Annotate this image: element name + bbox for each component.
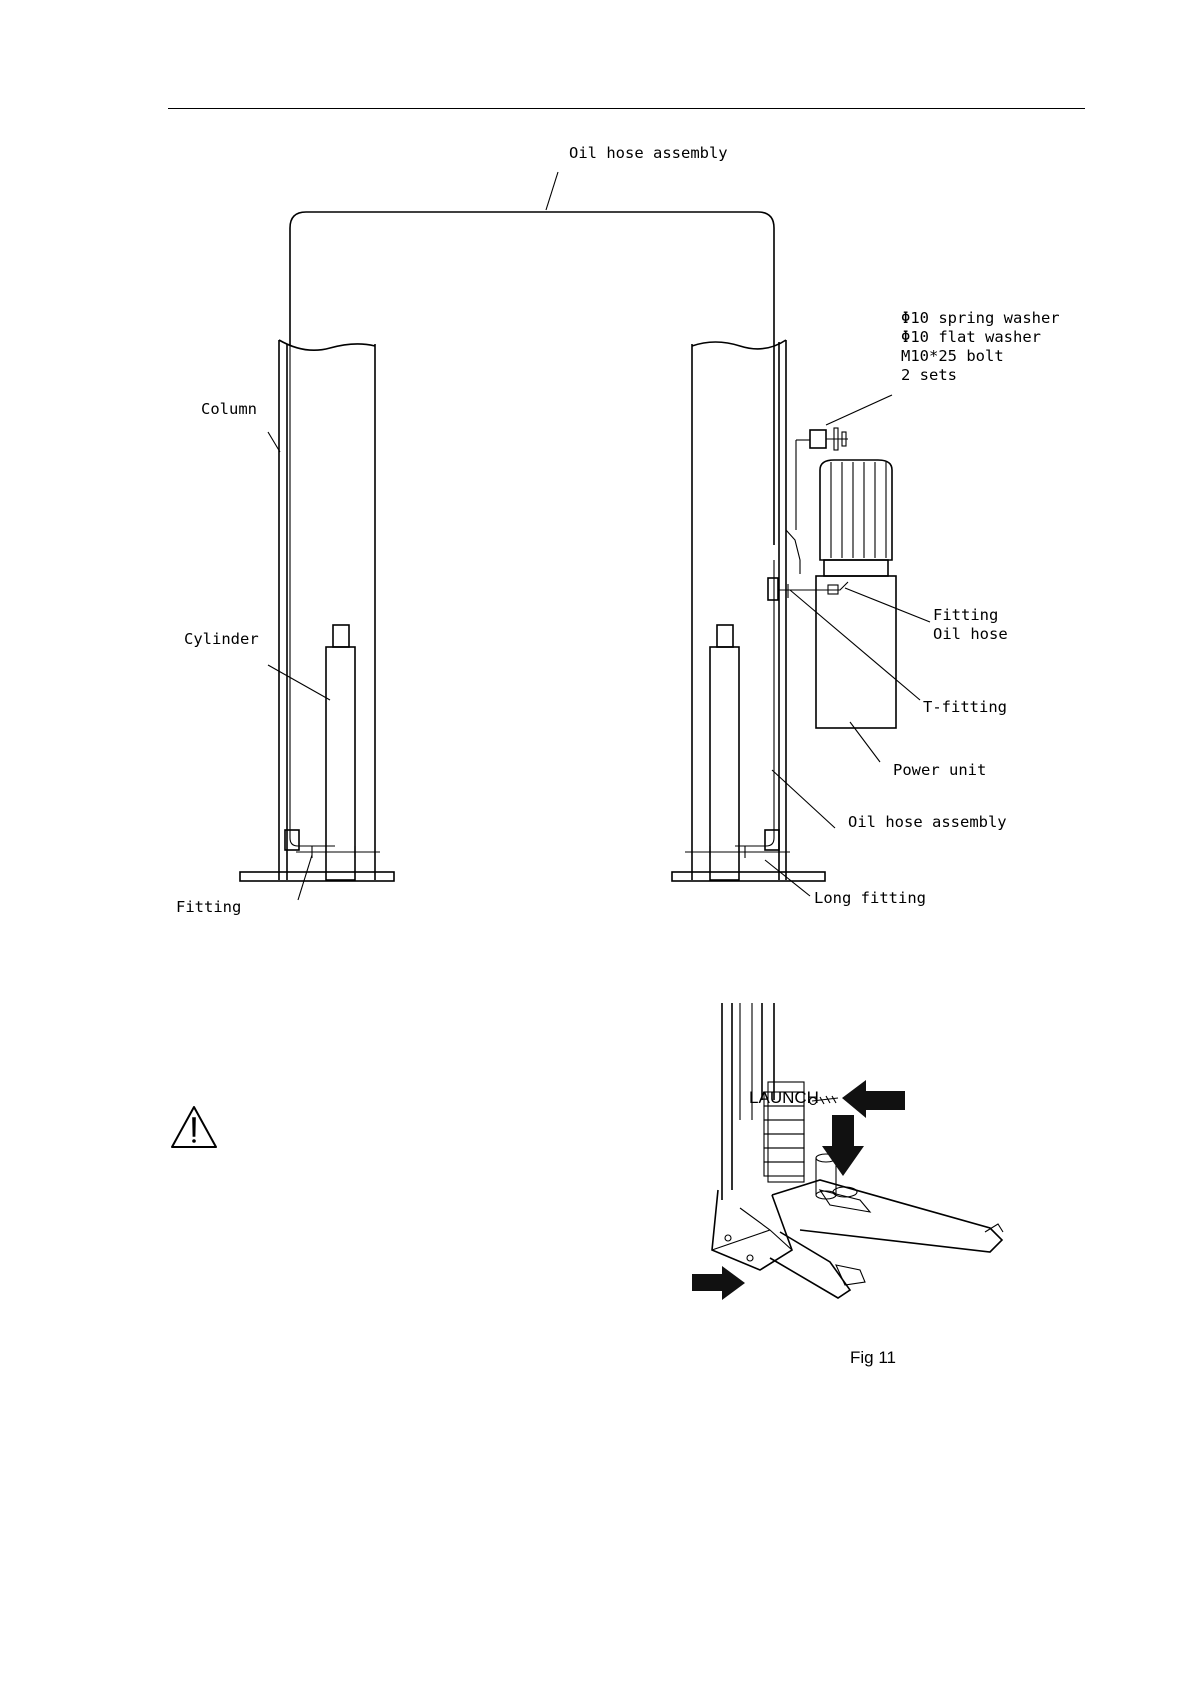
arrow-right-icon — [692, 1266, 745, 1300]
figure-caption: Fig 11 — [850, 1348, 896, 1367]
oil-hose-top-leader — [546, 172, 558, 210]
label-washer-4: 2 sets — [901, 366, 957, 384]
safety-lock-panel: LAUNCH — [749, 1082, 819, 1182]
label-column: Column — [201, 400, 257, 418]
label-oil-hose-top: Oil hose assembly — [569, 144, 728, 162]
label-fitting-right: Fitting — [933, 606, 998, 624]
label-washer-3: M10*25 bolt — [901, 347, 1004, 365]
power-unit — [768, 428, 896, 728]
long-fitting-leader — [765, 860, 810, 896]
cylinder-leader — [268, 665, 330, 700]
label-oil-hose-bottom: Oil hose assembly — [848, 813, 1007, 831]
arrow-down-icon — [822, 1115, 864, 1176]
label-power-unit: Power unit — [893, 761, 986, 779]
warning-triangle-icon — [172, 1107, 216, 1147]
fitting-leader — [298, 855, 312, 900]
label-oil-hose-right: Oil hose — [933, 625, 1008, 643]
label-cylinder: Cylinder — [184, 630, 259, 648]
t-fitting-leader — [790, 590, 920, 700]
label-washer-2: Φ10 flat washer — [901, 328, 1041, 346]
oil-hose-bottom-leader — [772, 770, 835, 828]
fitting-oil-hose-leader — [845, 588, 930, 622]
label-long-fitting: Long fitting — [814, 889, 926, 907]
arrow-left-icon — [842, 1080, 905, 1118]
label-fitting-bottom: Fitting — [176, 898, 241, 916]
oil-hose-routing-drawing: Oil hose assembly Column Cylinder Fittin… — [176, 144, 1060, 916]
right-column — [672, 340, 825, 881]
lift-base-photo: LAUNCH Fig 11 — [692, 1003, 1003, 1367]
overhead-oil-hose — [290, 212, 774, 545]
label-washer-1: Φ10 spring washer — [901, 309, 1060, 327]
washer-leader — [826, 395, 892, 425]
left-column — [240, 340, 394, 881]
brand-label: LAUNCH — [749, 1088, 819, 1107]
label-t-fitting: T-fitting — [923, 698, 1007, 716]
